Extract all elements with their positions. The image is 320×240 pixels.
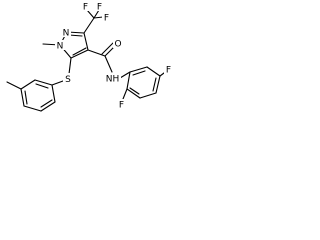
bond-dfp-2 [146,66,161,77]
bond-tol-5 [40,101,56,112]
bond-s-tolyl [51,80,64,86]
bond-tol-inner-2 [24,90,28,105]
atom-labels: F F F N N O NH F F S [55,1,173,111]
bond-cf3-to-f-center [93,9,100,19]
bond-tol-methyl [6,81,22,90]
atom-f-top-center: F [97,3,102,13]
bond-dfp-5 [126,88,141,99]
bond-dfp-to-f-bottom [122,88,128,100]
bond-dfp-inner-1 [132,70,146,76]
bond-c5-s [68,57,72,75]
bond-c3-to-cf3 [83,17,95,34]
atom-nh-amide: NH [106,75,120,85]
bond-dfp-6 [126,71,131,90]
bond-cf3-to-f-right [93,16,104,19]
atom-f-bottom-ring: F [119,101,124,111]
bond-c5-c4-double [72,47,87,56]
atom-n-ring-top: N [63,29,70,39]
bond-dfp-1 [129,66,148,73]
bond-tol-4 [23,105,42,112]
atom-f-right-ring: F [166,66,171,76]
bond-lines [6,9,169,112]
atom-n-ring-left: N [57,42,64,52]
bond-dfp-inner-3 [129,87,140,95]
bond-tol-3 [20,88,25,107]
bond-dfp-4 [139,92,157,99]
bond-c4-c3 [83,32,89,51]
bond-cf3-to-f-left [86,9,95,19]
bond-tol-inner-3 [40,99,53,108]
atom-f-top-left: F [83,3,88,13]
bond-nh-ring [119,71,131,79]
bond-tol-2 [20,79,36,90]
bond-carbonyl-nh [104,55,113,73]
bond-carbonyl-o-double [101,42,114,55]
atom-f-top-right: F [104,14,109,24]
bond-dfp-inner-2 [152,77,157,92]
chemical-structure-diagram: F F F N N O NH F F S [6,1,173,112]
bond-dfp-3 [155,75,161,94]
bond-tol-inner-1 [35,83,49,89]
bond-tol-1 [34,79,53,86]
bond-c5-c4 [70,49,89,59]
bond-c4-carbonyl [87,49,106,57]
atom-o-carbonyl: O [114,40,121,50]
atom-s-thioether: S [65,75,71,85]
bond-n2-c3-double [68,34,83,37]
bond-tol-6 [51,84,56,103]
